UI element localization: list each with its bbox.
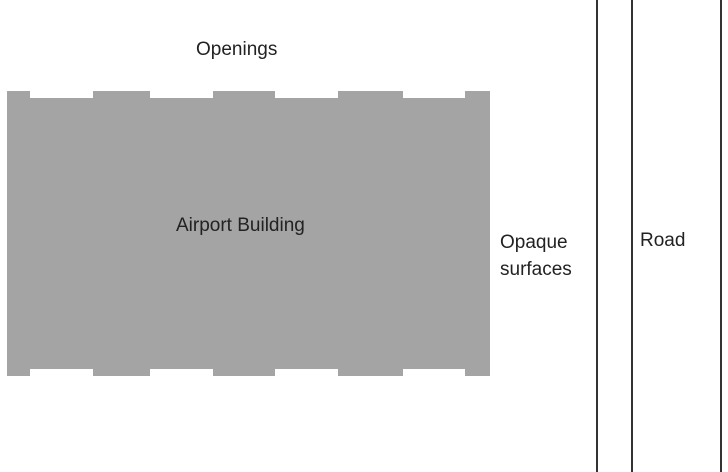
opaque-surfaces-label: Opaque surfaces (500, 229, 572, 283)
openings-label: Openings (196, 39, 278, 60)
airport-building-label: Airport Building (176, 215, 305, 236)
road-label: Road (640, 230, 686, 251)
airport-building-shape (7, 91, 490, 376)
opaque-surfaces-line-1: Opaque (500, 232, 568, 253)
opaque-surfaces-line-2: surfaces (500, 259, 572, 280)
